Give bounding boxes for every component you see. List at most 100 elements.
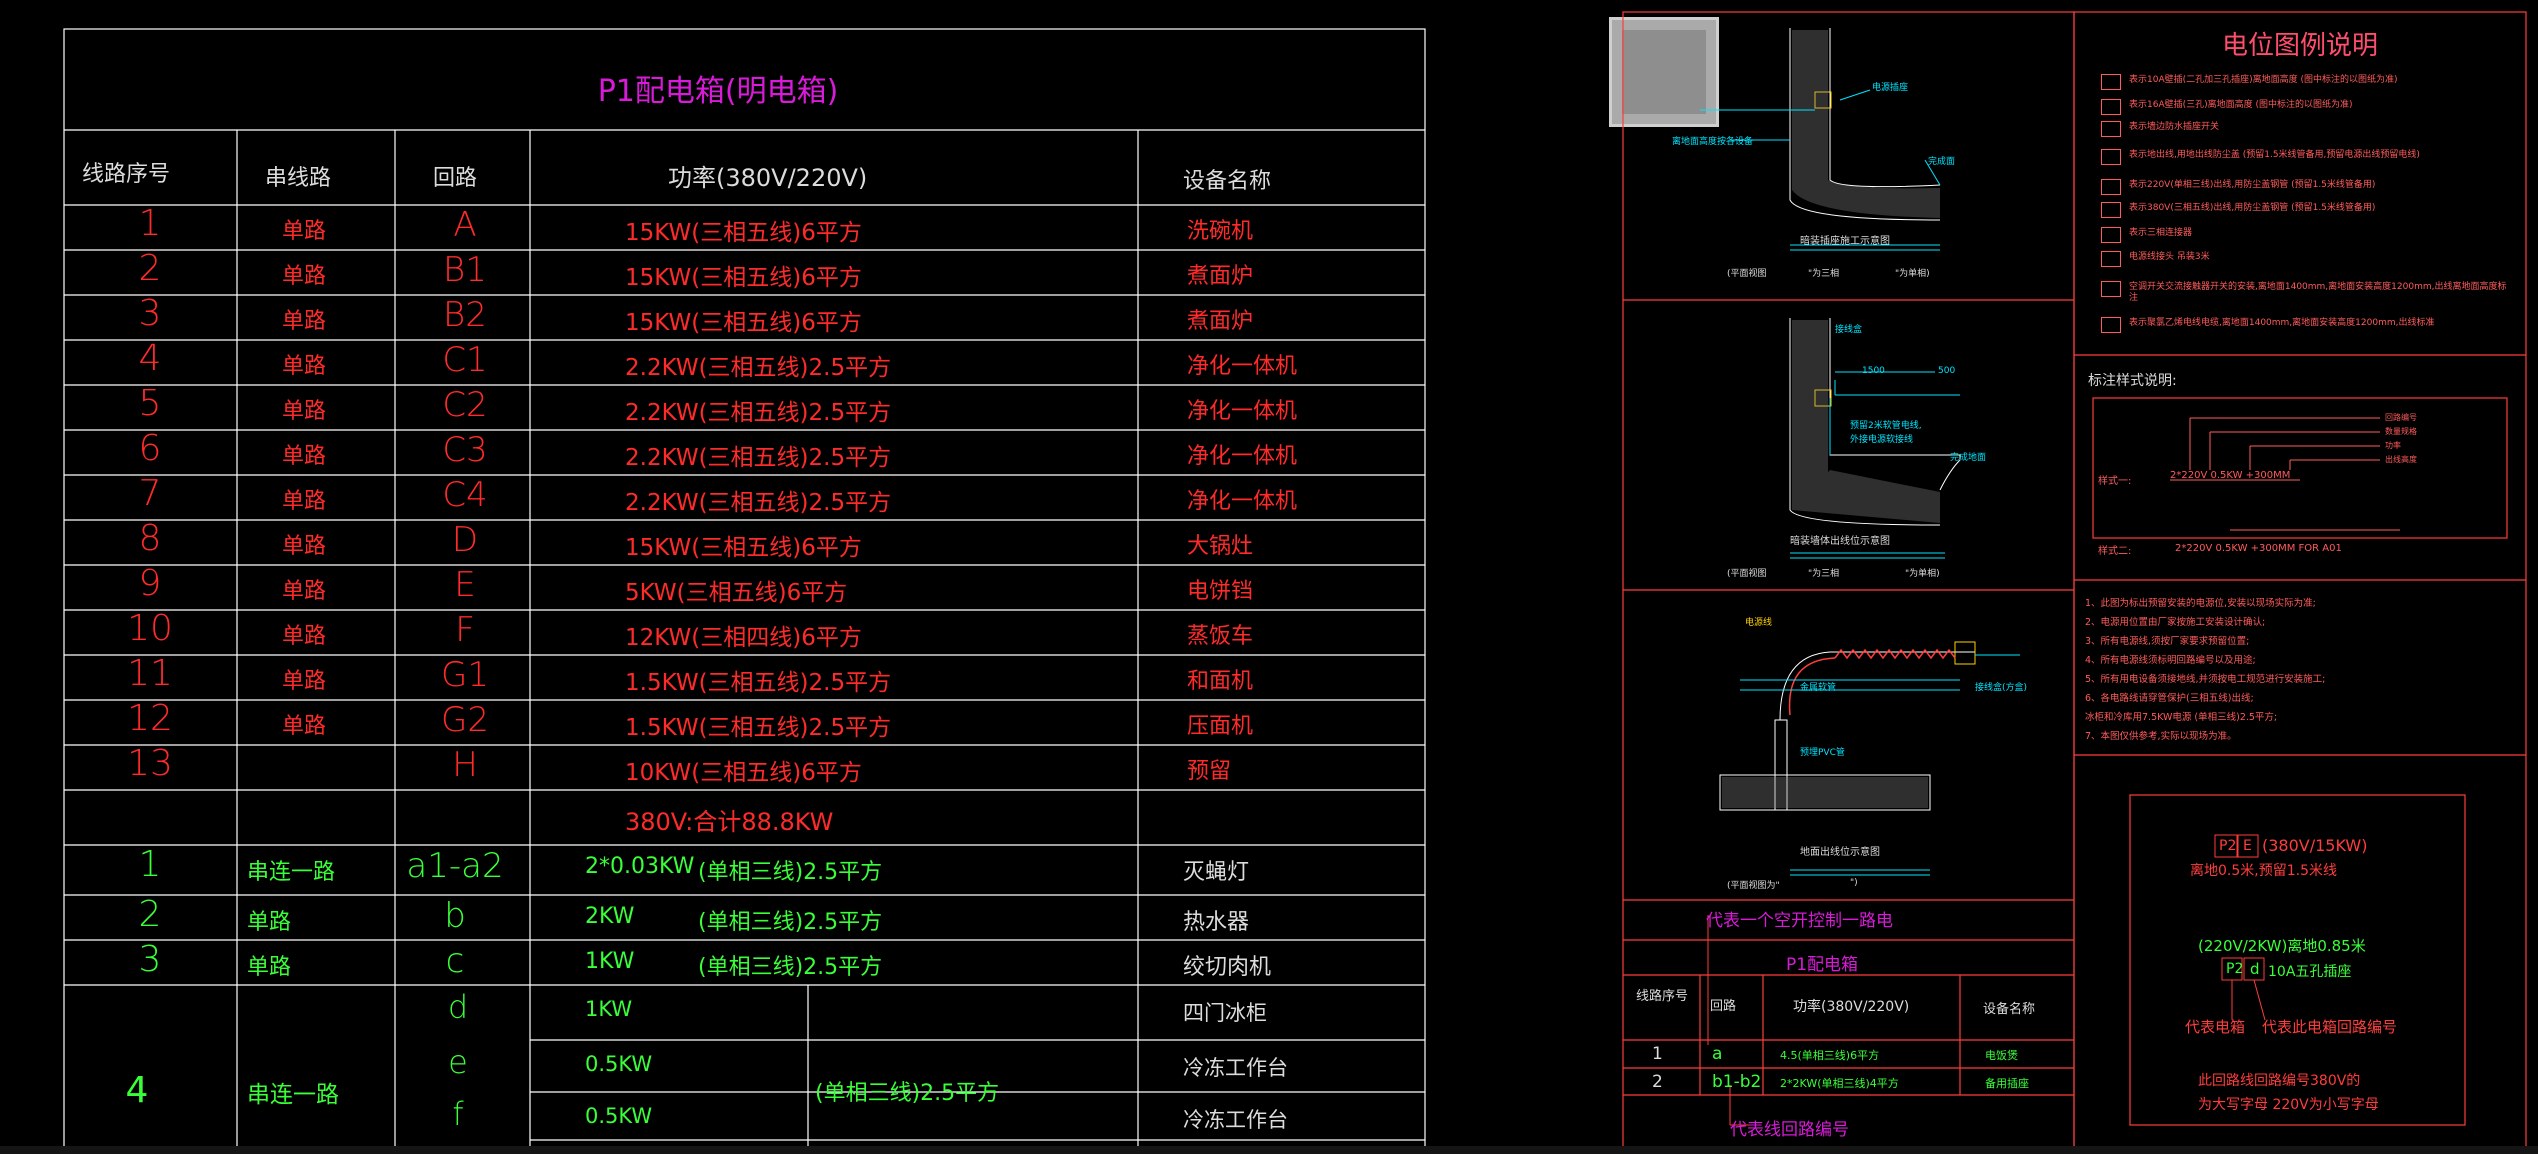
lb-d-spec: (220V/2KW)离地0.85米 bbox=[2198, 937, 2366, 955]
row-device: 净化一体机 bbox=[1187, 489, 1298, 514]
d3-sub-a: (平面视图为" bbox=[1727, 881, 1780, 891]
row-device: 煮面炉 bbox=[1187, 309, 1254, 334]
row-device: 和面机 bbox=[1187, 669, 1254, 694]
row-power: 2.2KW(三相五线)2.5平方 bbox=[625, 490, 892, 516]
lb-footer1: 此回路线回路编号380V的 bbox=[2198, 1073, 2361, 1089]
row-series: 单路 bbox=[282, 489, 327, 514]
row-220-power: 1KW bbox=[585, 949, 635, 974]
row-series: 单路 bbox=[282, 354, 327, 379]
header-circuit: 回路 bbox=[433, 166, 478, 191]
status-bar bbox=[0, 1146, 2538, 1154]
row-device: 煮面炉 bbox=[1187, 264, 1254, 289]
mini-row-circuit: b1-b2 bbox=[1712, 1072, 1762, 1092]
row-220-circuit: b bbox=[444, 896, 466, 936]
d1-label-socket: 电源插座 bbox=[1872, 83, 1909, 93]
format-tag: 数量规格 bbox=[2385, 427, 2417, 436]
row-220-no: 3 bbox=[138, 939, 162, 980]
lb-tag-box: 代表电箱 bbox=[2185, 1018, 2246, 1036]
legend-symbol-icon bbox=[2101, 99, 2121, 115]
d1-sub-a: (平面视图 bbox=[1727, 269, 1767, 279]
d3-label-line: 电源线 bbox=[1745, 618, 1773, 628]
row-no: 7 bbox=[138, 473, 162, 514]
row-circuit: C2 bbox=[442, 385, 488, 425]
row-series: 单路 bbox=[282, 579, 327, 604]
row-power: 10KW(三相五线)6平方 bbox=[625, 760, 862, 786]
group-item-circuit: d bbox=[447, 988, 469, 1026]
row-circuit: B2 bbox=[443, 295, 487, 335]
d2-dim2: 500 bbox=[1938, 366, 1956, 376]
window-thumbnail-icon[interactable] bbox=[1609, 17, 1719, 127]
format-example1-label: 样式一: bbox=[2098, 476, 2132, 487]
row-device: 预留 bbox=[1187, 759, 1232, 784]
group-item-device: 冷冻工作台 bbox=[1183, 1056, 1288, 1080]
row-no: 2 bbox=[138, 248, 162, 289]
row-device: 净化一体机 bbox=[1187, 354, 1298, 379]
lb-d-note: 10A五孔插座 bbox=[2268, 964, 2352, 980]
row-circuit: B1 bbox=[443, 250, 487, 290]
mini-header-no: 线路序号 bbox=[1636, 989, 1689, 1004]
legend-item-text: 表示聚氯乙烯电线电缆,离地面1400mm,离地面安装高度1200mm,出线标准 bbox=[2129, 318, 2435, 328]
format-tag: 回路编号 bbox=[2385, 413, 2417, 422]
d2-dim1: 1500 bbox=[1862, 366, 1885, 376]
group-item-circuit: f bbox=[452, 1095, 464, 1133]
row-power: 2.2KW(三相五线)2.5平方 bbox=[625, 445, 892, 471]
row-220-device: 绞切肉机 bbox=[1183, 955, 1272, 980]
row-power: 15KW(三相五线)6平方 bbox=[625, 310, 862, 336]
row-220-power: 2KW bbox=[585, 904, 635, 929]
row-device: 大锅灶 bbox=[1187, 534, 1254, 559]
row-power: 15KW(三相五线)6平方 bbox=[625, 265, 862, 291]
row-220-power: 2*0.03KW bbox=[585, 854, 695, 879]
row-220-circuit: c bbox=[445, 941, 465, 981]
d2-sub-b: "为三相 bbox=[1808, 569, 1840, 579]
legend-symbol-icon bbox=[2101, 121, 2121, 137]
row-series: 单路 bbox=[282, 669, 327, 694]
row-220-spec: (单相三线)2.5平方 bbox=[698, 955, 883, 980]
legend-symbol-icon bbox=[2101, 317, 2121, 333]
group-item-device: 冷冻工作台 bbox=[1183, 1108, 1288, 1132]
d1-sub-c: "为单相) bbox=[1895, 269, 1930, 279]
row-no: 12 bbox=[127, 698, 173, 739]
row-power: 2.2KW(三相五线)2.5平方 bbox=[625, 400, 892, 426]
legend-title: 电位图例说明 bbox=[2221, 31, 2379, 61]
mini-row-power: 4.5(单相三线)6平方 bbox=[1780, 1049, 1880, 1062]
row-power: 15KW(三相五线)6平方 bbox=[625, 535, 862, 561]
legend-item-text: 表示220V(单相三线)出线,用防尘盖钢管 (预留1.5米线管备用) bbox=[2129, 180, 2376, 190]
d1-label-height: 离地面高度按各设备 bbox=[1672, 137, 1754, 147]
mini-header-power: 功率(380V/220V) bbox=[1793, 999, 1910, 1015]
total-380: 380V:合计88.8KW bbox=[625, 808, 834, 836]
group-item-power: 0.5KW bbox=[585, 1052, 653, 1076]
mini-row-device: 电饭煲 bbox=[1985, 1049, 2018, 1062]
row-220-no: 2 bbox=[138, 894, 162, 935]
row-220-spec: (单相三线)2.5平方 bbox=[698, 910, 883, 935]
row-series: 单路 bbox=[282, 399, 327, 424]
legend-note: 冰柜和冷库用7.5KW电源 (单相三线)2.5平方; bbox=[2085, 712, 2278, 723]
row-series: 单路 bbox=[282, 219, 327, 244]
row-device: 电饼铛 bbox=[1187, 579, 1254, 604]
row-circuit: F bbox=[455, 610, 475, 650]
mini-row-circuit: a bbox=[1712, 1044, 1723, 1064]
lb-footer2: 为大写字母 220V为小写字母 bbox=[2198, 1097, 2379, 1113]
legend-symbol-icon bbox=[2101, 149, 2121, 165]
legend-item-text: 表示380V(三相五线)出线,用防尘盖钢管 (预留1.5米线管备用) bbox=[2129, 203, 2376, 213]
lb-e: E bbox=[2243, 838, 2252, 854]
row-device: 净化一体机 bbox=[1187, 399, 1298, 424]
format-tag: 功率 bbox=[2385, 441, 2401, 450]
legend-item-text: 空调开关交流接触器开关的安装,离地面1400mm,离地面安装高度1200mm,出… bbox=[2129, 282, 2507, 303]
row-no: 9 bbox=[138, 563, 162, 604]
group-row-no: 4 bbox=[125, 1070, 149, 1111]
row-circuit: C4 bbox=[442, 475, 488, 515]
d2-label-floor: 完成地面 bbox=[1950, 453, 1987, 463]
row-circuit: E bbox=[454, 565, 476, 605]
row-no: 8 bbox=[138, 518, 162, 559]
lb-p2: P2 bbox=[2219, 838, 2237, 854]
row-power: 5KW(三相五线)6平方 bbox=[625, 580, 848, 606]
legend-note: 7、本图仅供参考,实际以现场为准。 bbox=[2085, 731, 2237, 742]
row-power: 12KW(三相四线)6平方 bbox=[625, 625, 862, 651]
row-device: 净化一体机 bbox=[1187, 444, 1298, 469]
row-circuit: A bbox=[453, 205, 477, 245]
row-series: 单路 bbox=[282, 714, 327, 739]
note-switch: 代表一个空开控制一路电 bbox=[1706, 911, 1893, 931]
row-circuit: C1 bbox=[442, 340, 488, 380]
